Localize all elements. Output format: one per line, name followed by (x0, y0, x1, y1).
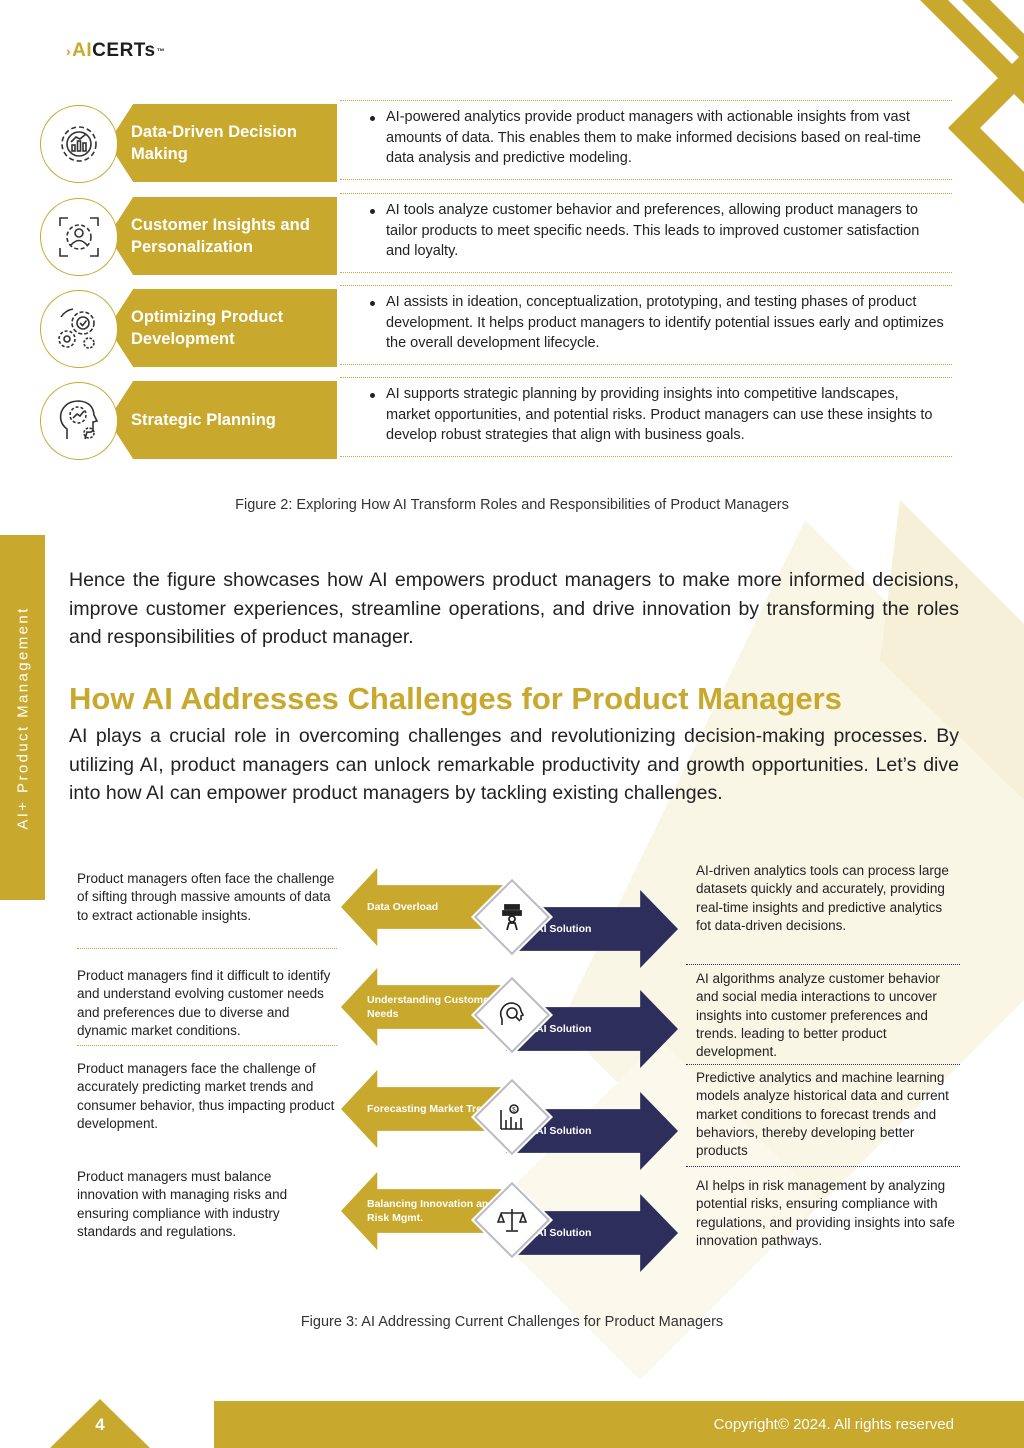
challenge-label: Understanding Customer Needs (367, 994, 494, 1020)
customer-focus-icon (40, 198, 118, 276)
intro-paragraph: Hence the figure showcases how AI empowe… (69, 569, 959, 648)
footer-bar: Copyright© 2024. All rights reserved (214, 1401, 1024, 1448)
role-title: Data-Driven Decision Making (108, 104, 337, 182)
solution-text: Predictive analytics and machine learnin… (696, 1070, 949, 1159)
analytics-gear-icon (40, 105, 118, 183)
solution-text: AI algorithms analyze customer behavior … (696, 971, 940, 1060)
page-number: 4 (95, 1415, 105, 1434)
role-row: Customer Insights and Personalization AI… (40, 193, 952, 279)
figure-3-caption: Figure 3: AI Addressing Current Challeng… (300, 1314, 724, 1330)
divider (686, 1064, 960, 1065)
data-overload-icon (485, 890, 539, 944)
problem-text: Product managers often face the challeng… (77, 871, 335, 923)
solution-label: AI Solution (536, 1125, 592, 1137)
logo-chevron-icon: › (66, 43, 72, 59)
divider (77, 948, 337, 949)
logo-prefix: AI (72, 40, 93, 61)
sidebar-tab: AI+ Product Management (0, 535, 45, 900)
role-description: AI tools analyze customer behavior and p… (340, 193, 952, 273)
role-title: Optimizing Product Development (108, 289, 337, 367)
copyright-text: Copyright© 2024. All rights reserved (713, 1416, 954, 1433)
forecast-chart-icon: $ (485, 1090, 539, 1144)
role-row: Strategic Planning AI supports strategic… (40, 377, 952, 463)
solution-label: AI Solution (536, 1023, 592, 1035)
gears-check-icon (40, 290, 118, 368)
section-heading: How AI Addresses Challenges for Product … (69, 681, 842, 716)
role-description: AI assists in ideation, conceptualizatio… (340, 285, 952, 365)
role-description: AI supports strategic planning by provid… (340, 377, 952, 457)
challenge-label: Forecasting Market Trends (367, 1103, 501, 1115)
sidebar-label: AI+ Product Management (14, 605, 31, 830)
problem-text: Product managers face the challenge of a… (77, 1061, 335, 1131)
customer-search-icon (485, 988, 539, 1042)
logo-trademark: ™ (156, 46, 166, 56)
role-row: Optimizing Product Development AI assist… (40, 285, 952, 371)
divider (686, 1166, 960, 1167)
logo-main: CERTs (92, 40, 156, 61)
divider (77, 1045, 337, 1046)
challenge-label: Balancing Innovation and Risk Mgmt. (367, 1198, 495, 1224)
solution-label: AI Solution (536, 923, 592, 935)
solution-text: AI helps in risk management by analyzing… (696, 1178, 955, 1248)
page-number-badge: 4 (50, 1399, 150, 1448)
divider (686, 964, 960, 965)
section-paragraph: AI plays a crucial role in overcoming ch… (69, 725, 959, 804)
solution-text: AI-driven analytics tools can process la… (696, 863, 949, 933)
challenge-arrow: Data Overload (341, 868, 506, 946)
role-description: AI-powered analytics provide product man… (340, 100, 952, 180)
balance-scale-icon (485, 1193, 539, 1247)
challenge-label: Data Overload (367, 901, 439, 913)
solution-label: AI Solution (536, 1227, 592, 1239)
svg-text:$: $ (512, 1108, 516, 1114)
problem-text: Product managers find it difficult to id… (77, 968, 331, 1038)
role-title: Customer Insights and Personalization (108, 197, 337, 275)
strategy-head-icon (40, 382, 118, 460)
role-title: Strategic Planning (108, 381, 337, 459)
aicerts-logo: › AI CERTs ™ (66, 40, 165, 62)
figure-2-caption: Figure 2: Exploring How AI Transform Rol… (235, 497, 789, 513)
role-row: Data-Driven Decision Making AI-powered a… (40, 100, 952, 186)
problem-text: Product managers must balance innovation… (77, 1169, 288, 1239)
